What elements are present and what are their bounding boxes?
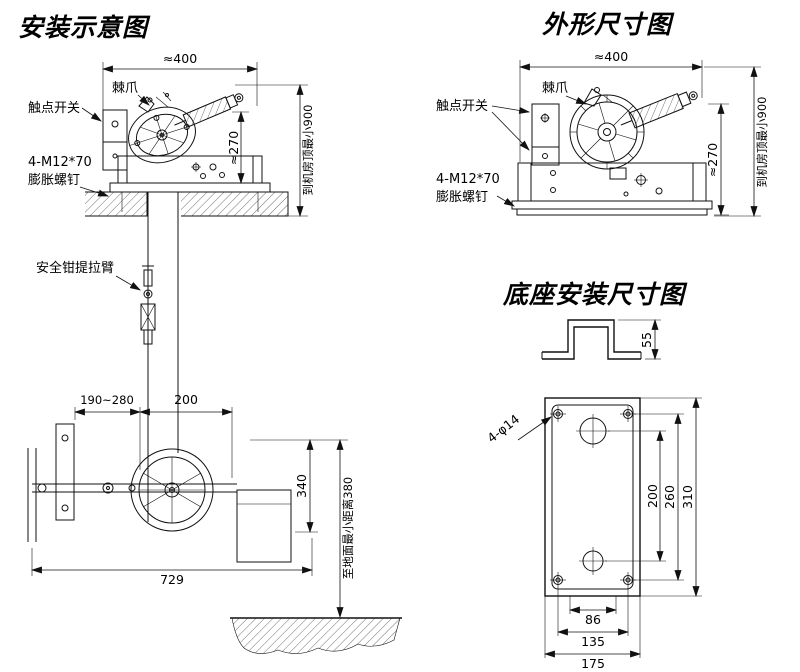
outline-pawl-mechanism	[583, 87, 613, 107]
base-dim-plate-width: 175	[543, 596, 642, 671]
governor-ropes	[147, 192, 179, 522]
base-hole-callout: 4-φ14	[484, 411, 552, 446]
install-dim-width-text: ≈400	[163, 51, 197, 66]
base-dim-hat-height: 55	[618, 318, 661, 361]
tension-weight	[236, 489, 292, 563]
safety-gear-linkage	[140, 265, 156, 345]
base-dim-plate-width-text: 175	[581, 656, 605, 671]
install-dim-total-width: 729	[30, 538, 314, 587]
outline-dim-height-text: ≈270	[705, 143, 720, 177]
outline-bolt-name-label: 膨胀螺钉	[436, 190, 488, 205]
hat-profile	[541, 319, 642, 360]
mounting-hole-top-right	[620, 406, 636, 422]
mounting-hole-top-left	[550, 406, 566, 422]
safety-arm-label: 安全钳提拉臂	[36, 260, 114, 276]
install-dim-top-width: ≈400	[101, 51, 259, 110]
outline-bolt-spec-label: 4-M12*70	[436, 172, 500, 187]
ground-hatch	[230, 617, 402, 654]
outline-dim-ceiling: 到机房顶最小900	[704, 65, 769, 218]
outline-diagram: 外形尺寸图 ≈400	[436, 11, 769, 218]
install-dim-height-text: ≈270	[226, 131, 241, 165]
mounting-hole-bottom-right	[620, 572, 636, 588]
outline-pawl-label: 棘爪	[542, 81, 568, 96]
outline-sheave	[569, 94, 645, 170]
outline-base-plate	[511, 200, 713, 210]
floor-slab	[85, 191, 289, 217]
tension-device	[27, 423, 292, 563]
outline-dim-height: ≈270	[705, 102, 729, 217]
install-dim-span-left-text: 190~280	[80, 393, 134, 407]
base-dim-hole-span-h-text: 135	[581, 634, 605, 649]
install-dim-ceiling-text: 到机房顶最小900	[301, 105, 315, 196]
base-dim-hole-span-v: 200	[605, 429, 666, 563]
base-dim-inner-span-h-text: 86	[585, 612, 601, 627]
outline-labels: 棘爪 触点开关 4-M12*70 膨胀螺钉	[436, 81, 588, 207]
bolt-name-label: 膨胀螺钉	[28, 173, 80, 188]
base-dim-hat-height-text: 55	[639, 332, 654, 348]
mounting-hole-bottom-left	[550, 572, 566, 588]
governor-assembly	[102, 91, 271, 212]
governor-sheave	[128, 106, 196, 164]
install-title: 安装示意图	[18, 14, 151, 42]
contact-switch-label: 触点开关	[28, 101, 80, 116]
base-dim-outer-span-v-text: 260	[662, 485, 677, 509]
outline-release-magnet	[620, 91, 698, 129]
release-magnet	[174, 93, 244, 128]
install-dim-height: ≈270	[226, 110, 249, 185]
pawl-label: 棘爪	[112, 81, 138, 96]
outline-governor	[511, 87, 713, 216]
base-dim-inner-span-h: 86	[568, 596, 618, 627]
base-dim-plate-height: 310	[640, 396, 702, 598]
base-plate	[544, 397, 641, 597]
base-dim-hole-span-v-text: 200	[645, 484, 660, 508]
governor-base-plate	[109, 182, 271, 193]
install-dim-ground-text: 至地面最小距离380	[341, 477, 355, 579]
install-labels: 棘爪 触点开关 4-M12*70 膨胀螺钉 安全钳提拉臂	[28, 81, 150, 291]
install-dim-span-left: 190~280	[73, 393, 142, 470]
bolt-spec-label: 4-M12*70	[28, 155, 92, 170]
tension-wheel	[130, 448, 214, 532]
outline-title: 外形尺寸图	[542, 11, 675, 39]
base-hole-label: 4-φ14	[484, 411, 522, 445]
outline-dim-width-text: ≈400	[594, 49, 628, 64]
base-title: 底座安装尺寸图	[502, 281, 688, 309]
install-diagram: 安装示意图 ≈400	[18, 14, 402, 654]
base-dim-hole-span-h: 135	[556, 588, 630, 649]
base-dim-plate-height-text: 310	[680, 485, 695, 509]
install-dim-ground: 至地面最小距离380	[336, 438, 355, 619]
install-dim-ceiling: 到机房顶最小900	[235, 83, 315, 218]
outline-contact-switch-label: 触点开关	[436, 99, 488, 114]
install-dim-span-mid-text: 200	[174, 392, 198, 407]
base-diagram: 底座安装尺寸图 55	[484, 281, 702, 671]
install-dim-wheel: 340	[250, 438, 348, 534]
install-dim-span-mid: 200	[138, 392, 234, 478]
outline-dim-ceiling-text: 到机房顶最小900	[755, 97, 769, 188]
base-dim-outer-span-v: 260	[634, 412, 684, 582]
install-dim-wheel-text: 340	[294, 474, 309, 498]
install-dim-total-width-text: 729	[160, 572, 184, 587]
